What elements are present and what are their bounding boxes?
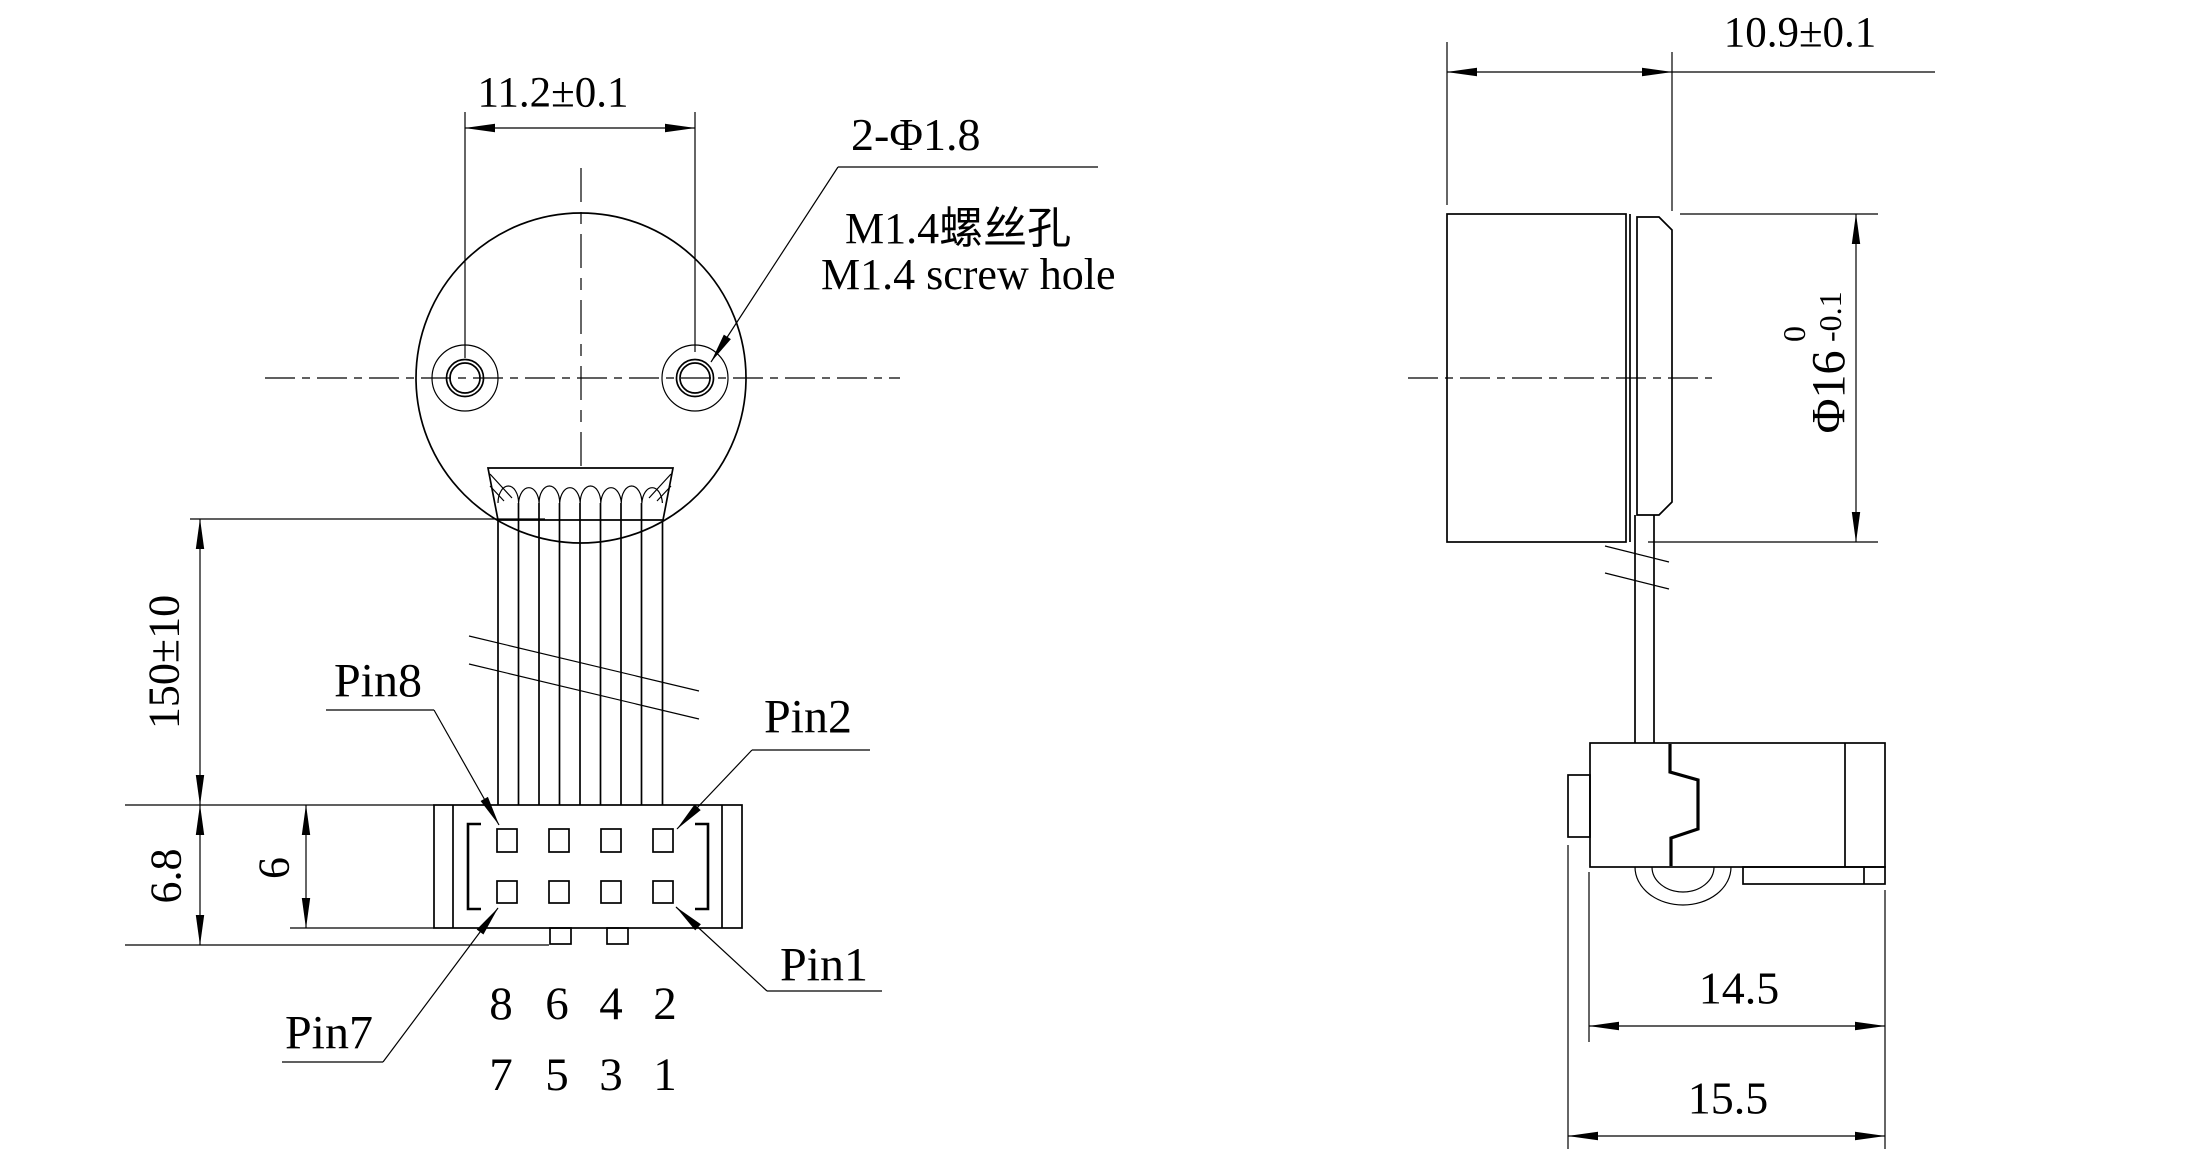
pin-number: 5 [545,1049,569,1101]
pin-callouts: Pin8 Pin2 Pin7 Pin1 [282,655,882,1063]
connector-side [1567,742,1886,906]
connector-side-body [1589,742,1886,868]
cable-side [1604,515,1670,743]
dim-diameter-main-text: Φ16 [1803,350,1856,433]
dim-depth-text: 10.9±0.1 [1724,10,1877,57]
pin-number: 7 [489,1049,513,1101]
pin-number: 6 [545,978,569,1030]
pin1-callout: Pin1 [675,906,882,992]
dim-cable-length-text: 150±10 [140,595,189,729]
right-bracket [695,822,710,911]
screw-hole-right [661,344,729,412]
pin1-label: Pin1 [780,939,868,992]
back-plate [1636,216,1673,516]
wire-scallops [497,485,663,504]
dim-diameter: Φ16 0 -0.1 [1648,213,1878,543]
dim-cable-length: 150±10 [140,518,545,806]
latch-slot-profile [1668,744,1700,866]
dim-connector-widths: 14.5 15.5 [1567,845,1886,1149]
pin-number-grid: 8 6 4 2 7 5 3 1 [489,978,677,1101]
cable-break-symbol [468,635,700,720]
ribbon-cable [468,503,700,805]
cable-break-symbol-side [1604,545,1670,590]
sensor-body-side [1408,213,1712,543]
connector-base-strip [1742,866,1886,885]
pin8-callout: Pin8 [326,655,500,826]
sensor-face [265,168,900,544]
front-view: 11.2±0.1 2-Φ1.8 M1.4螺丝孔 M1.4 screw hole … [125,70,1116,1101]
pin-number: 3 [599,1049,623,1101]
pin8-label: Pin8 [334,655,422,708]
left-bracket [466,822,481,911]
pin-number: 2 [653,978,677,1030]
dim-depth: 10.9±0.1 [1446,10,1935,211]
pin-number: 8 [489,978,513,1030]
dim-connector-heights: 6.8 6 [125,804,549,946]
hole-callout-en: M1.4 screw hole [821,250,1116,299]
dim-connector-overall-width-text: 15.5 [1688,1073,1769,1124]
dim-hole-spacing: 11.2±0.1 [464,70,696,358]
pin-number: 1 [653,1049,677,1101]
pin-number: 4 [599,978,623,1030]
hole-callout-cn: M1.4螺丝孔 [845,204,1071,253]
pin7-callout: Pin7 [282,907,499,1063]
strain-relief-arcs [1634,866,1732,906]
dim-diameter-tol-lower: -0.1 [1812,291,1848,342]
flange-outline [486,467,675,521]
connector-body [433,804,743,929]
polarization-tabs [549,927,629,945]
side-view: 10.9±0.1 Φ16 0 -0.1 14.5 15.5 [1408,10,1935,1149]
dim-diameter-tol-upper: 0 [1776,326,1812,342]
pin7-label: Pin7 [285,1007,373,1060]
contact-pins [496,828,674,904]
pin2-callout: Pin2 [676,691,870,830]
dim-connector-body-text: 6 [250,857,299,879]
dim-connector-body-width-text: 14.5 [1699,963,1780,1014]
chamfer-ticks [489,473,672,502]
dim-hole-spacing-text: 11.2±0.1 [477,70,628,117]
latch-tab [1567,774,1591,838]
screw-hole-callout: 2-Φ1.8 M1.4螺丝孔 M1.4 screw hole [710,109,1116,363]
pin2-label: Pin2 [764,691,852,744]
hole-callout-qty: 2-Φ1.8 [851,109,980,160]
dim-connector-overall-text: 6.8 [142,849,191,904]
idc-connector-front [433,804,743,945]
